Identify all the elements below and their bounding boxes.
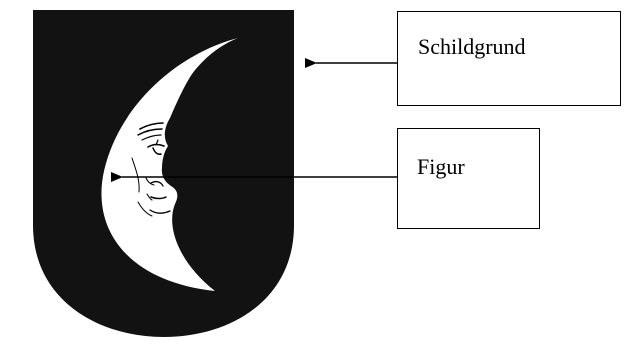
nose-wing (145, 177, 155, 186)
shield-emblem-icon (33, 10, 294, 337)
crescent-moon (101, 38, 238, 291)
lip-corner (146, 193, 153, 201)
schildgrund-label-box: Schildgrund (397, 11, 621, 106)
brow-line-lower (141, 134, 162, 141)
moon-face-features (131, 122, 171, 217)
eye-lash (155, 139, 159, 146)
figur-label-box: Figur (397, 128, 540, 229)
mouth (150, 196, 167, 200)
brow-line-middle (137, 128, 163, 136)
schildgrund-label: Schildgrund (418, 34, 526, 59)
figur-label: Figur (417, 154, 465, 179)
nostril (150, 180, 164, 187)
chin (149, 209, 171, 214)
crescent-moon-face-icon (101, 38, 238, 291)
brow-line-upper (139, 122, 164, 130)
eye-lid (152, 147, 162, 155)
shield-field (33, 10, 294, 337)
cheek-line (131, 157, 140, 193)
jaw-line (137, 201, 153, 217)
